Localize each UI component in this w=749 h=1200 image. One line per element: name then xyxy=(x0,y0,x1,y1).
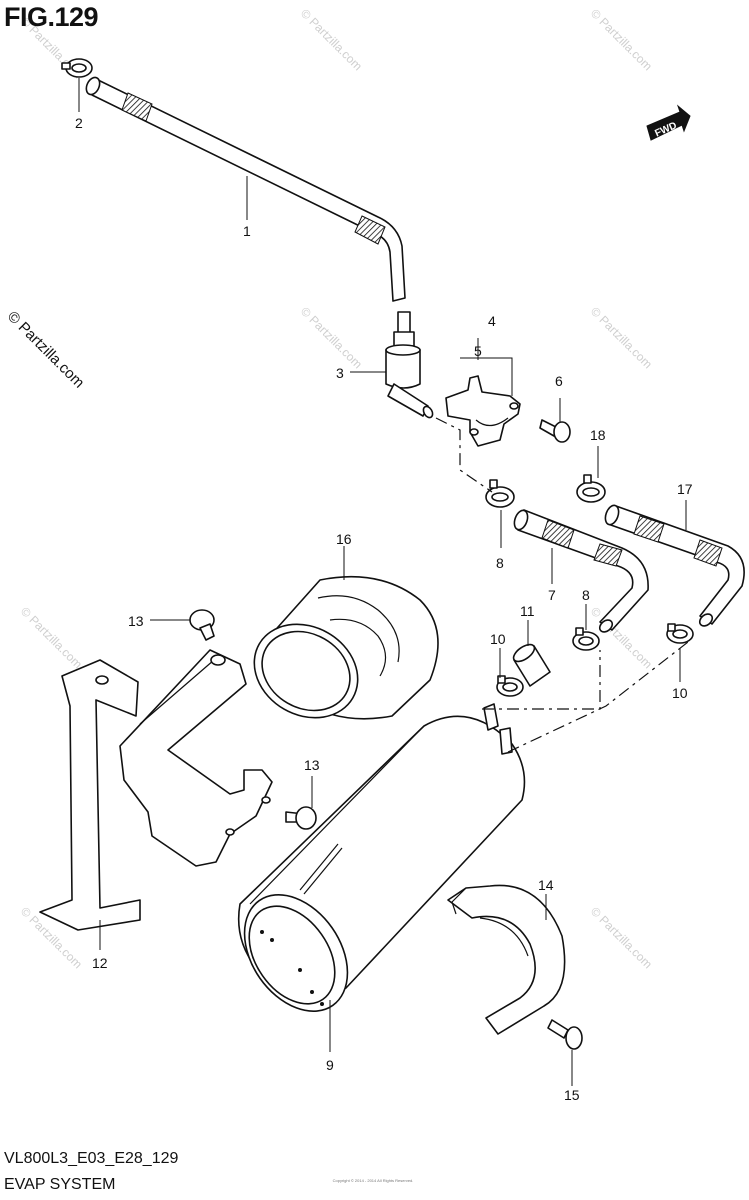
cover-16 xyxy=(253,575,439,720)
bolt-6 xyxy=(539,419,571,443)
callout-1: 1 xyxy=(243,223,251,239)
copyright-note: Copyright © 2014 - 2014 All Rights Reser… xyxy=(332,1178,414,1183)
callout-17: 17 xyxy=(677,481,693,497)
hose-11 xyxy=(512,643,551,687)
section-name: EVAP SYSTEM xyxy=(4,1176,116,1193)
canister-9 xyxy=(237,703,526,1012)
callout-2: 2 xyxy=(75,115,83,131)
callout-10-left: 10 xyxy=(490,631,506,647)
hose-1 xyxy=(85,76,406,302)
clamp-10-left xyxy=(496,675,524,697)
callout-13-lower: 13 xyxy=(304,757,320,773)
clamp-18 xyxy=(576,474,606,503)
callout-5: 5 xyxy=(474,343,482,359)
callout-3: 3 xyxy=(336,365,344,381)
callout-11: 11 xyxy=(520,603,535,619)
watermark: © Partzilla.com xyxy=(298,304,365,371)
band-14 xyxy=(447,884,566,1035)
callout-13-upper: 13 xyxy=(128,613,144,629)
callout-labels: 2 1 3 4 5 6 18 17 8 7 8 11 10 10 16 13 1… xyxy=(75,115,693,1103)
watermark: © Partzilla.com xyxy=(588,6,655,73)
callout-18: 18 xyxy=(590,427,606,443)
callout-6: 6 xyxy=(555,373,563,389)
callout-16: 16 xyxy=(336,531,352,547)
routing-lines xyxy=(435,417,689,753)
clamp-8-upper xyxy=(485,479,515,508)
callout-14: 14 xyxy=(538,877,554,893)
clamp-8-lower xyxy=(572,627,600,651)
callout-4: 4 xyxy=(488,313,496,329)
figure-title: FIG.129 xyxy=(4,2,99,32)
clamp-2 xyxy=(61,58,93,78)
clamp-10-right xyxy=(666,623,694,644)
bolt-13-upper xyxy=(189,609,215,641)
bolt-13-lower xyxy=(285,806,317,830)
watermark: © Partzilla.com xyxy=(588,304,655,371)
leader-lines xyxy=(78,78,687,1086)
callout-15: 15 xyxy=(564,1087,580,1103)
watermark: © Partzilla.com xyxy=(18,604,85,671)
bracket-5 xyxy=(445,375,521,447)
callout-10-right: 10 xyxy=(672,685,688,701)
callout-8-lower: 8 xyxy=(582,587,590,603)
bolt-15 xyxy=(547,1019,583,1050)
watermark: © Partzilla.com xyxy=(298,6,365,73)
callout-12: 12 xyxy=(92,955,108,971)
model-code: VL800L3_E03_E28_129 xyxy=(4,1150,179,1167)
watermark: © Partzilla.com xyxy=(588,904,655,971)
bracket-12 xyxy=(39,649,273,931)
callout-9: 9 xyxy=(326,1057,334,1073)
callout-7: 7 xyxy=(548,587,556,603)
valve-3 xyxy=(385,311,434,419)
fwd-arrow-icon: FWD xyxy=(646,104,691,141)
hose-17 xyxy=(604,504,745,627)
callout-8-upper: 8 xyxy=(496,555,504,571)
hose-7 xyxy=(513,509,649,633)
